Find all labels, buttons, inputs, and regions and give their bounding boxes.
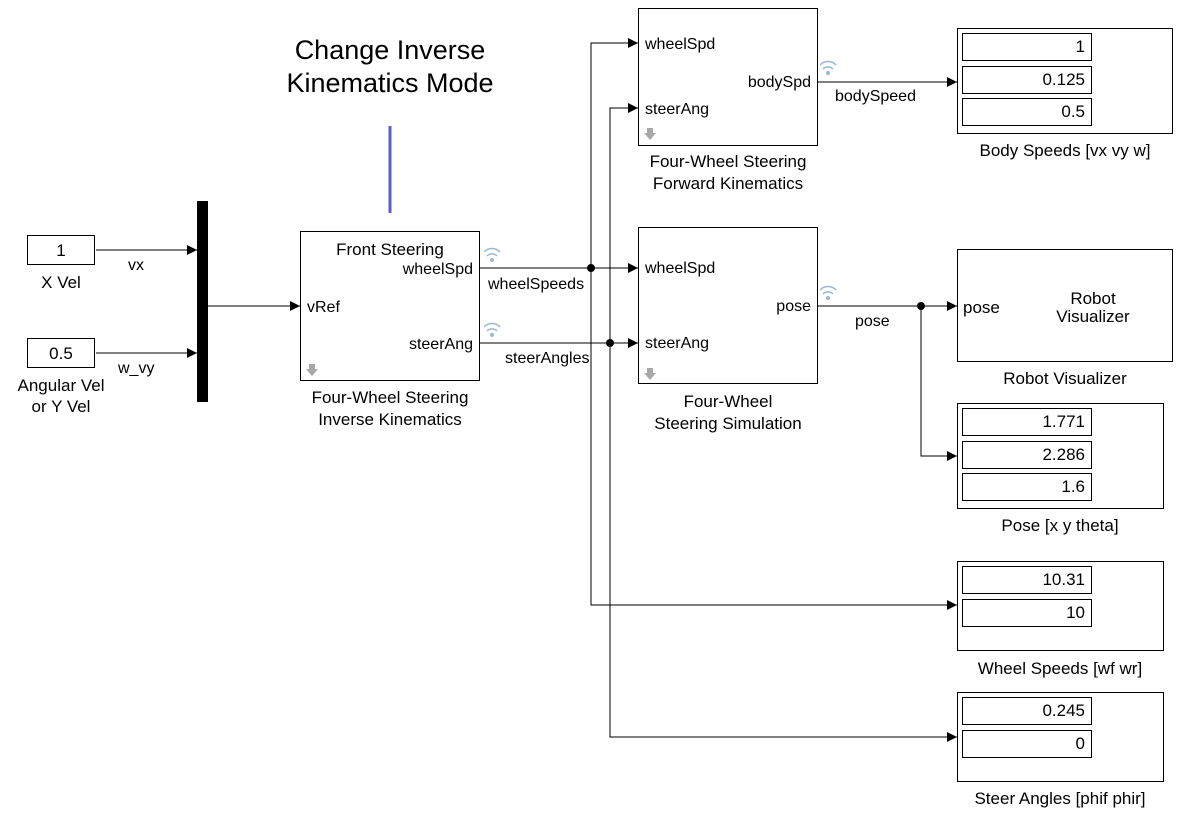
body-speed-w: 0.5 xyxy=(962,98,1092,126)
steerangles-branch-display xyxy=(609,343,957,742)
steer-angle-rear: 0 xyxy=(962,730,1092,758)
body-speeds-display[interactable]: 1 0.125 0.5 xyxy=(957,28,1173,134)
wheel-speed-front: 10.31 xyxy=(962,566,1092,594)
steerangles-branch-fk xyxy=(609,103,638,343)
angular-label-line1: Angular Vel xyxy=(17,376,105,395)
steer-angle-front: 0.245 xyxy=(962,697,1092,725)
pose-caption: Pose [x y theta] xyxy=(1001,516,1119,535)
body-speed-vy: 0.125 xyxy=(962,66,1092,94)
signal-bodyspeed-label: bodySpeed xyxy=(835,88,916,105)
steer-angles-caption: Steer Angles [phif phir] xyxy=(974,789,1146,808)
steer-angles-display[interactable]: 0.245 0 xyxy=(957,692,1164,782)
robot-visualizer-block[interactable]: pose Robot Visualizer xyxy=(957,249,1173,362)
x-vel-label: X Vel xyxy=(41,273,81,292)
pose-theta: 1.6 xyxy=(962,473,1092,501)
fk-caption-line2: Forward Kinematics xyxy=(652,174,804,193)
sim-port-wheelspd: wheelSpd xyxy=(645,260,716,277)
fk-port-wheelspd: wheelSpd xyxy=(645,36,716,53)
annotation-text[interactable]: Change Inverse Kinematics Mode xyxy=(260,34,520,100)
constant-angular-block[interactable]: 0.5 xyxy=(27,338,95,368)
forward-kinematics-block[interactable]: wheelSpd steerAng bodySpd xyxy=(638,8,818,146)
ik-caption-line2: Inverse Kinematics xyxy=(318,410,462,429)
angular-label-line2: or Y Vel xyxy=(31,397,91,416)
ik-port-vref: vRef xyxy=(307,299,340,316)
fk-port-bodyspd: bodySpd xyxy=(747,74,811,91)
fk-caption-line1: Four-Wheel Steering xyxy=(649,152,807,171)
constant-x-vel-block[interactable]: 1 xyxy=(27,235,95,265)
pose-x: 1.771 xyxy=(962,408,1092,436)
wheelspeeds-logging-icon[interactable] xyxy=(484,247,502,265)
signal-wheelspeeds-label: wheelSpeeds xyxy=(488,276,585,293)
sim-port-steerang: steerAng xyxy=(645,335,710,352)
sim-port-pose: pose xyxy=(776,298,811,315)
wheel-speeds-display[interactable]: 10.31 10 xyxy=(957,561,1164,651)
annotation-line1: Change Inverse xyxy=(294,35,486,65)
signal-steerangles-label: steerAngles xyxy=(505,350,590,367)
sim-caption-line2: Steering Simulation xyxy=(654,414,802,433)
wheelspeeds-branch-fk xyxy=(590,38,638,268)
bodyspeed-logging-icon[interactable] xyxy=(820,60,838,78)
steerangles-logging-icon[interactable] xyxy=(484,322,502,340)
fk-port-steerang: steerAng xyxy=(645,101,710,118)
mux-block[interactable] xyxy=(197,201,208,402)
wheel-speeds-caption: Wheel Speeds [wf wr] xyxy=(977,659,1143,678)
inverse-kinematics-block[interactable]: Front Steering vRef wheelSpd steerAng xyxy=(300,231,480,381)
ik-mask-arrow-icon[interactable] xyxy=(305,363,319,377)
sim-mask-arrow-icon[interactable] xyxy=(643,367,657,381)
wheel-speed-rear: 10 xyxy=(962,599,1092,627)
robot-visualizer-caption: Robot Visualizer xyxy=(1003,369,1127,388)
annotation-line2: Kinematics Mode xyxy=(286,68,494,98)
pose-branch-display xyxy=(920,306,957,461)
ik-caption-line1: Four-Wheel Steering xyxy=(311,388,469,407)
signal-pose-label: pose xyxy=(855,313,890,330)
fk-mask-arrow-icon[interactable] xyxy=(643,127,657,141)
sim-caption-line1: Four-Wheel xyxy=(683,392,773,411)
x-vel-value: 1 xyxy=(56,241,66,260)
ik-port-wheelspd: wheelSpd xyxy=(402,261,473,278)
visualizer-title-line1: Robot xyxy=(1070,289,1116,308)
body-speeds-caption: Body Speeds [vx vy w] xyxy=(979,141,1151,160)
pose-y: 2.286 xyxy=(962,441,1092,469)
signal-vx-label: vx xyxy=(128,257,144,274)
body-speed-vx: 1 xyxy=(962,33,1092,61)
angular-value: 0.5 xyxy=(49,344,73,363)
signal-wvy-label: w_vy xyxy=(118,360,155,377)
wheelspeeds-branch-display xyxy=(590,268,957,610)
pose-logging-icon[interactable] xyxy=(820,285,838,303)
visualizer-port-pose: pose xyxy=(963,298,1000,317)
visualizer-title-line2: Visualizer xyxy=(1056,307,1130,326)
ik-title: Front Steering xyxy=(336,240,444,259)
pose-display[interactable]: 1.771 2.286 1.6 xyxy=(957,403,1164,509)
steering-simulation-block[interactable]: wheelSpd steerAng pose xyxy=(638,227,818,384)
ik-port-steerang: steerAng xyxy=(408,336,473,353)
